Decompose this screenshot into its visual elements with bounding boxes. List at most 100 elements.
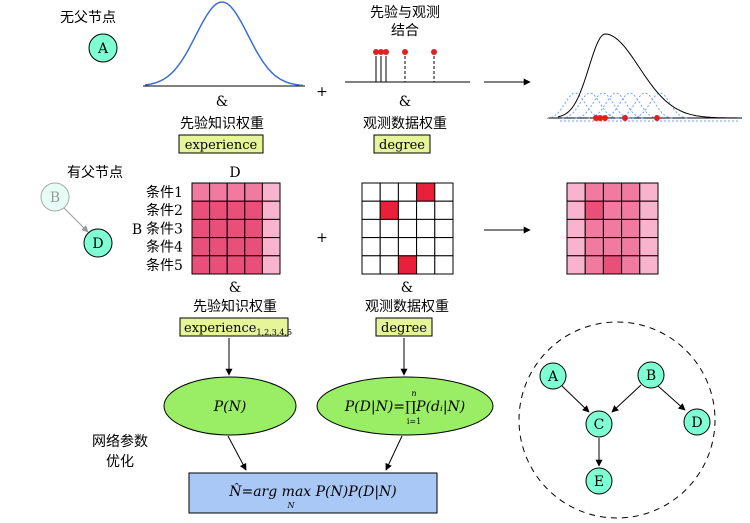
posterior-component-6: [616, 92, 674, 119]
row-axis-b: B: [132, 222, 142, 238]
obs-point-2: [378, 49, 384, 55]
posterior-matrix: [566, 182, 659, 275]
obs-cell-r4c4: [416, 237, 436, 257]
prior-cell-r5c3: [226, 255, 246, 275]
edge-b-c: [611, 384, 642, 413]
optimize-label-line1: 网络参数: [92, 433, 148, 450]
svg-text:experience1,2,3,4,5: experience1,2,3,4,5: [184, 321, 292, 337]
post-cell-r2c5: [639, 200, 659, 220]
prior-cell-r3c2: [209, 218, 228, 239]
obs-cell-r4c2: [379, 237, 399, 257]
condition-label-2: 条件2: [146, 202, 183, 219]
post-cell-r3c4: [621, 218, 641, 239]
svg-text:N: N: [287, 501, 296, 510]
post-cell-r2c3: [602, 200, 623, 220]
obs-cell-r3c4: [416, 218, 436, 239]
prior-cell-r3c5: [261, 218, 281, 239]
edge-a-c: [561, 385, 590, 413]
amp-prior-middle: &: [229, 280, 241, 296]
edge-b-d: [657, 385, 686, 411]
prior-cell-r5c2: [209, 255, 228, 275]
obs-cell-r5c3: [397, 255, 418, 275]
obs-point-1: [373, 49, 379, 55]
node-d-middle: D: [83, 228, 113, 258]
obs-weight-label-top: 观测数据权重: [363, 116, 447, 132]
post-cell-r4c4: [621, 237, 641, 257]
post-cell-r5c4: [621, 255, 641, 275]
post-cell-r4c3: [602, 237, 623, 257]
argmax-formula-box: N̂=arg max P(N)P(D|N) N: [188, 472, 438, 514]
svg-text:n: n: [411, 389, 416, 398]
post-cell-r1c2: [584, 182, 604, 202]
post-cell-r2c2: [584, 200, 604, 220]
matrix-title-d: D: [229, 165, 240, 181]
observation-points: [345, 49, 470, 83]
arrow-prior-to-formula: [227, 435, 247, 471]
condition-label-4: 条件4: [146, 239, 183, 256]
obs-cell-r5c2: [379, 255, 399, 275]
obs-cell-r4c1: [361, 237, 381, 257]
experience-box-top: experience: [178, 134, 264, 154]
net-node-b: B: [637, 361, 665, 389]
obs-point-3: [383, 49, 389, 55]
posterior-component-1: [546, 92, 604, 119]
net-node-d: D: [683, 408, 711, 436]
prior-cell-r2c4: [244, 200, 263, 220]
obs-point-5: [431, 49, 437, 55]
no-parent-label: 无父节点: [60, 10, 116, 26]
post-cell-r1c4: [621, 182, 641, 202]
svg-text:A: A: [547, 369, 559, 385]
obs-cell-r2c4: [416, 200, 436, 220]
obs-weight-label-middle: 观测数据权重: [365, 299, 449, 315]
svg-text:P(D|N)=∏P(dᵢ|N): P(D|N)=∏P(dᵢ|N): [344, 399, 466, 415]
posterior-distribution-plot: [546, 33, 742, 122]
obs-cell-r1c2: [379, 182, 399, 202]
arrow-likelihood-to-formula: [385, 435, 403, 471]
posterior-point-5: [654, 115, 660, 121]
degree-box-top: degree: [373, 134, 431, 154]
post-cell-r2c1: [566, 200, 586, 220]
obs-cell-r1c5: [434, 182, 454, 202]
post-cell-r1c3: [602, 182, 623, 202]
likelihood-ellipse: P(D|N)=∏P(dᵢ|N) n i=1: [316, 376, 494, 436]
post-cell-r4c1: [566, 237, 586, 257]
combine-label-line2: 结合: [391, 23, 419, 39]
net-node-a: A: [539, 362, 567, 390]
prior-cell-r3c1: [191, 218, 211, 239]
svg-text:i=1: i=1: [407, 417, 421, 426]
obs-cell-r5c5: [434, 255, 454, 275]
obs-cell-r3c3: [397, 218, 418, 239]
obs-cell-r4c5: [434, 237, 454, 257]
svg-text:D: D: [691, 415, 702, 431]
prior-cell-r1c3: [226, 182, 246, 202]
prior-cell-r4c4: [244, 237, 263, 257]
obs-point-4: [402, 49, 408, 55]
obs-cell-r3c2: [379, 218, 399, 239]
posterior-point-4: [622, 115, 628, 121]
obs-cell-r2c2: [379, 200, 399, 220]
post-cell-r5c3: [602, 255, 623, 275]
experience-box-middle: experience1,2,3,4,5: [179, 317, 292, 337]
obs-cell-r2c1: [361, 200, 381, 220]
post-cell-r5c2: [584, 255, 604, 275]
node-a-top: A: [88, 33, 118, 63]
svg-text:degree: degree: [379, 138, 425, 153]
plus-middle: +: [316, 230, 328, 246]
arrow-b-to-d: [63, 207, 89, 233]
svg-text:experience: experience: [185, 138, 258, 153]
obs-cell-r1c1: [361, 182, 381, 202]
amp-prior-top: &: [216, 94, 228, 110]
condition-label-1: 条件1: [146, 184, 183, 201]
prior-cell-r4c5: [261, 237, 281, 257]
prior-cell-r1c2: [209, 182, 228, 202]
posterior-point-3: [602, 115, 608, 121]
posterior-component-4: [587, 92, 645, 119]
posterior-component-2: [561, 92, 619, 119]
net-node-c: C: [585, 410, 613, 438]
obs-cell-r2c5: [434, 200, 454, 220]
svg-text:P(N): P(N): [213, 399, 247, 415]
condition-label-5: 条件5: [146, 257, 183, 274]
network-boundary: [518, 321, 716, 519]
obs-cell-r1c4: [416, 182, 436, 202]
prior-weight-label-middle: 先验知识权重: [193, 298, 277, 315]
